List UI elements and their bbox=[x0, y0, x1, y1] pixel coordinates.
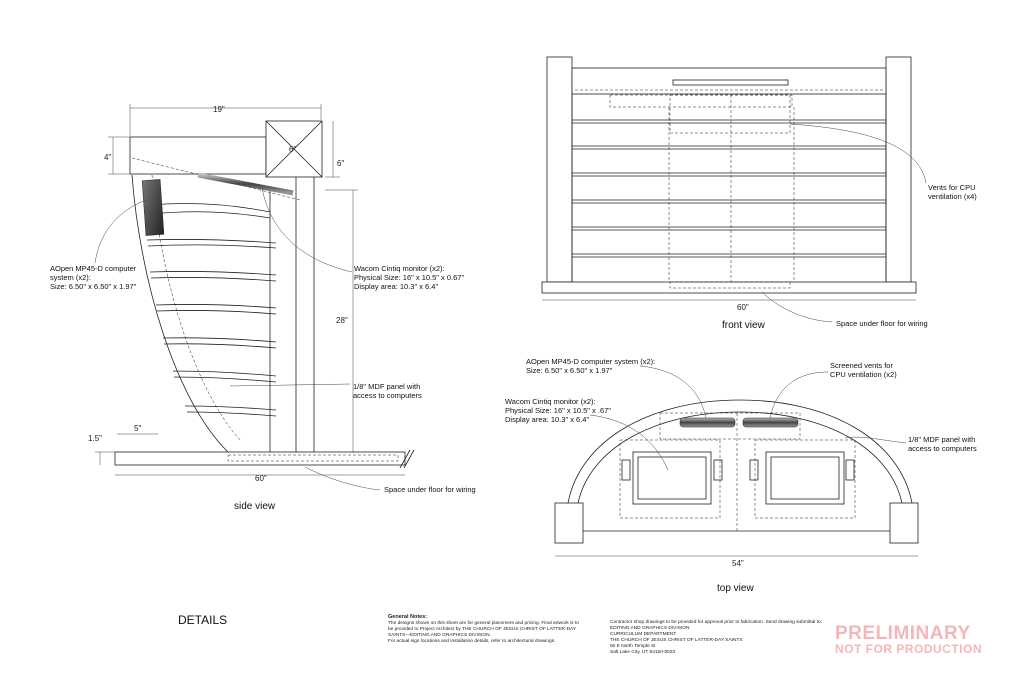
top-vents-callout: Screened vents for CPU ventilation (x2) bbox=[830, 361, 897, 379]
preliminary-stamp: PRELIMINARY NOT FOR PRODUCTION bbox=[835, 624, 982, 656]
general-notes: General Notes: The designs shown on this… bbox=[388, 614, 593, 645]
contractor-note-line: EDITING AND GRAPHICS DIVISION bbox=[610, 626, 690, 631]
general-notes-heading: General Notes: bbox=[388, 614, 428, 620]
dim-front-width: 60" bbox=[737, 303, 749, 312]
general-note-line: For actual sign locations and installati… bbox=[388, 639, 556, 644]
general-note-line: SAINTS—EDITING AND GRAPHICS DIVISION. bbox=[388, 633, 491, 638]
contractor-note-line: 50 E North Temple St bbox=[610, 644, 656, 649]
front-floor-callout: Space under floor for wiring bbox=[836, 319, 928, 328]
front-vents-callout: Vents for CPU ventilation (x4) bbox=[928, 183, 978, 201]
side-computer-unit bbox=[141, 179, 165, 236]
side-view bbox=[114, 120, 415, 469]
top-computer-callout: AOpen MP45-D computer system (x2): Size:… bbox=[526, 357, 657, 375]
side-monitor-callout: Wacom Cintiq monitor (x2): Physical Size… bbox=[354, 264, 466, 291]
contractor-note-line: Salt Lake City, UT 84150-0023 bbox=[610, 650, 676, 655]
stamp-line-1: PRELIMINARY bbox=[835, 623, 971, 644]
front-view-label: front view bbox=[722, 320, 766, 331]
dim-side-top-height: 4" bbox=[104, 153, 111, 162]
dim-box: 6" bbox=[289, 145, 296, 154]
contractor-note-line: THE CHURCH OF JESUS CHRIST OF LATTER-DAY… bbox=[610, 638, 743, 643]
general-note-line: be provided to Project Architect by THE … bbox=[388, 627, 577, 632]
general-note-line: The designs shown on this sheet are for … bbox=[388, 621, 579, 626]
contractor-notes: Contractor shop drawings to be provided … bbox=[610, 620, 825, 656]
top-computer-left bbox=[679, 417, 736, 428]
top-view-label: top view bbox=[717, 583, 754, 594]
details-title: DETAILS bbox=[178, 613, 228, 627]
dim-side-width: 19" bbox=[213, 105, 225, 114]
side-floor-callout: Space under floor for wiring bbox=[384, 485, 476, 494]
top-monitor-callout: Wacom Cintiq monitor (x2): Physical Size… bbox=[505, 397, 613, 424]
dim-box-height: 6" bbox=[337, 159, 344, 168]
side-computer-callout: AOpen MP45-D computer system (x2): Size:… bbox=[50, 264, 138, 291]
top-computer-right bbox=[742, 417, 799, 428]
top-view bbox=[554, 399, 919, 544]
side-view-label: side view bbox=[234, 501, 276, 512]
stamp-line-2: NOT FOR PRODUCTION bbox=[835, 642, 982, 656]
side-panel-callout: 1/8" MDF panel with access to computers bbox=[353, 382, 422, 400]
dim-side-height: 28" bbox=[336, 316, 348, 325]
dim-inset: 5" bbox=[134, 424, 141, 433]
dim-top-width: 54" bbox=[732, 559, 744, 568]
contractor-note-line: Contractor shop drawings to be provided … bbox=[610, 620, 822, 625]
dim-side-base-width: 60" bbox=[255, 474, 267, 483]
contractor-note-line: CURRICULUM DEPARTMENT bbox=[610, 632, 677, 637]
top-panel-callout: 1/8" MDF panel with access to computers bbox=[908, 435, 977, 453]
front-view bbox=[541, 56, 917, 294]
dim-base-height: 1.5" bbox=[88, 434, 102, 443]
